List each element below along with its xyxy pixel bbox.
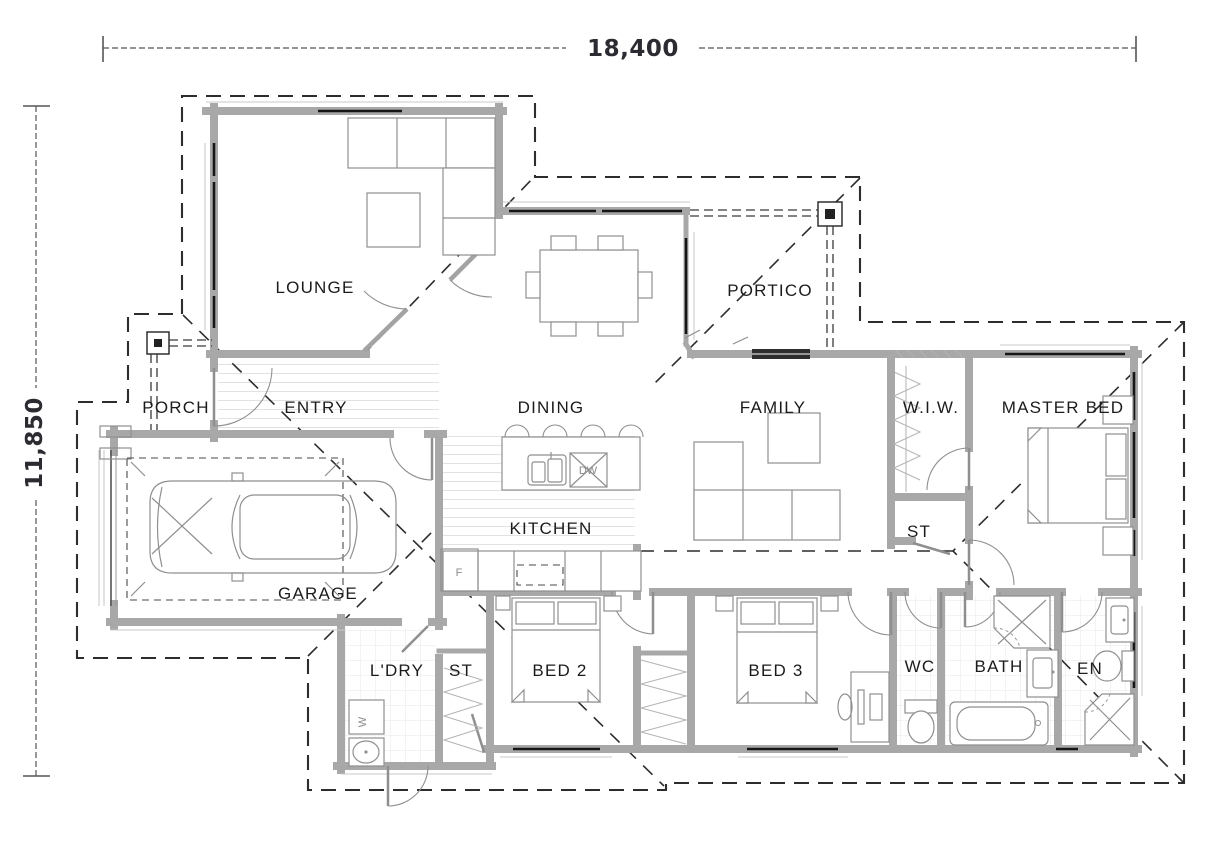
room-label-store-hall: ST bbox=[907, 522, 931, 541]
nightstand bbox=[820, 595, 839, 612]
car-icon bbox=[149, 472, 397, 582]
stool-icon bbox=[542, 424, 568, 438]
room-label-entry: ENTRY bbox=[284, 398, 347, 417]
dimension-width-label: 18,400 bbox=[587, 36, 679, 62]
table-family bbox=[767, 412, 821, 464]
porch-step bbox=[99, 425, 132, 438]
dining-table bbox=[525, 235, 653, 337]
roof-outline bbox=[75, 94, 1186, 792]
door-store-hall bbox=[912, 541, 951, 556]
bed-master bbox=[1027, 395, 1134, 556]
room-label-store-laundry: ST bbox=[449, 661, 473, 680]
porch-step bbox=[99, 447, 132, 460]
dimension-height-label: 11,850 bbox=[22, 397, 48, 489]
garage-markings bbox=[126, 457, 344, 601]
room-label-family: FAMILY bbox=[740, 398, 806, 417]
room-label-bath: BATH bbox=[975, 657, 1024, 676]
desk-bed3 bbox=[837, 671, 890, 743]
dimension-left: 11,850 bbox=[22, 105, 50, 777]
door-lounge-leaf1 bbox=[362, 307, 409, 353]
room-label-kitchen: KITCHEN bbox=[509, 519, 592, 538]
room-label-wc: WC bbox=[905, 657, 936, 676]
stool-icon bbox=[580, 424, 606, 438]
door-laundry-inner bbox=[401, 625, 429, 653]
shower-ensuite bbox=[1084, 693, 1135, 746]
dishwasher-label: DW bbox=[579, 465, 598, 477]
sofa-family bbox=[693, 412, 841, 541]
toilet-wc bbox=[904, 699, 938, 744]
bath-fixtures bbox=[949, 595, 1059, 746]
room-label-bed2: BED 2 bbox=[532, 661, 587, 680]
laundry-fixtures: W bbox=[348, 699, 385, 767]
entry-floor bbox=[218, 362, 439, 430]
bed-3-furniture bbox=[715, 595, 890, 743]
room-label-wiw: W.I.W. bbox=[903, 398, 959, 417]
room-label-porch: PORCH bbox=[142, 398, 209, 417]
nightstand bbox=[1102, 526, 1134, 556]
wardrobe-bed2 bbox=[639, 659, 688, 745]
sofa-lounge bbox=[347, 117, 496, 256]
room-label-lounge: LOUNGE bbox=[276, 278, 355, 297]
nightstand bbox=[603, 595, 622, 612]
dimension-top: 18,400 bbox=[102, 36, 1137, 62]
portico-post-icon bbox=[817, 201, 843, 227]
porch-structure bbox=[99, 331, 212, 460]
vanity-ensuite bbox=[1105, 597, 1135, 643]
room-label-laundry: L'DRY bbox=[370, 661, 424, 680]
room-labels: LOUNGE PORTICO PORCH ENTRY DINING FAMILY… bbox=[142, 278, 1125, 680]
bathtub bbox=[949, 701, 1049, 746]
fridge-label: F bbox=[456, 567, 463, 579]
kitchen-bench: F bbox=[440, 548, 642, 592]
portico-structure bbox=[684, 201, 843, 350]
stool-icon bbox=[618, 424, 644, 438]
valley-entry-kitchen bbox=[182, 314, 665, 787]
shower-bath bbox=[993, 595, 1051, 649]
room-label-ensuite: EN bbox=[1077, 659, 1103, 678]
roof-hip-lines bbox=[182, 177, 1185, 787]
wiw-wardrobe bbox=[892, 349, 964, 492]
room-label-dining: DINING bbox=[518, 398, 585, 417]
nightstand bbox=[1102, 395, 1134, 425]
nightstand bbox=[715, 595, 734, 612]
room-label-portico: PORTICO bbox=[727, 281, 813, 300]
ensuite-fixtures bbox=[1084, 597, 1135, 746]
coffee-table-lounge bbox=[366, 192, 421, 248]
door-store-laundry bbox=[470, 713, 486, 753]
hip-ensuite bbox=[952, 550, 1185, 784]
room-label-bed3: BED 3 bbox=[748, 661, 803, 680]
bed-2-furniture bbox=[495, 595, 622, 703]
nightstand bbox=[495, 595, 511, 611]
hip-garage bbox=[307, 522, 442, 657]
kitchen-island: DW bbox=[501, 424, 644, 491]
dishwasher: DW bbox=[569, 452, 608, 488]
store-laundry-shelves bbox=[442, 667, 484, 753]
sink-kitchen bbox=[527, 452, 567, 486]
vanity-bath bbox=[1026, 649, 1059, 698]
toilet-ensuite bbox=[1092, 650, 1135, 682]
room-label-master-bed: MASTER BED bbox=[1002, 398, 1125, 417]
cooktop bbox=[516, 564, 564, 586]
windows bbox=[98, 101, 1143, 775]
washer-label: W bbox=[357, 716, 369, 727]
room-label-garage: GARAGE bbox=[278, 584, 358, 603]
fridge bbox=[440, 548, 479, 592]
valley-lounge-dining bbox=[361, 177, 534, 357]
washer-icon bbox=[348, 699, 385, 735]
stool-icon bbox=[504, 424, 530, 438]
